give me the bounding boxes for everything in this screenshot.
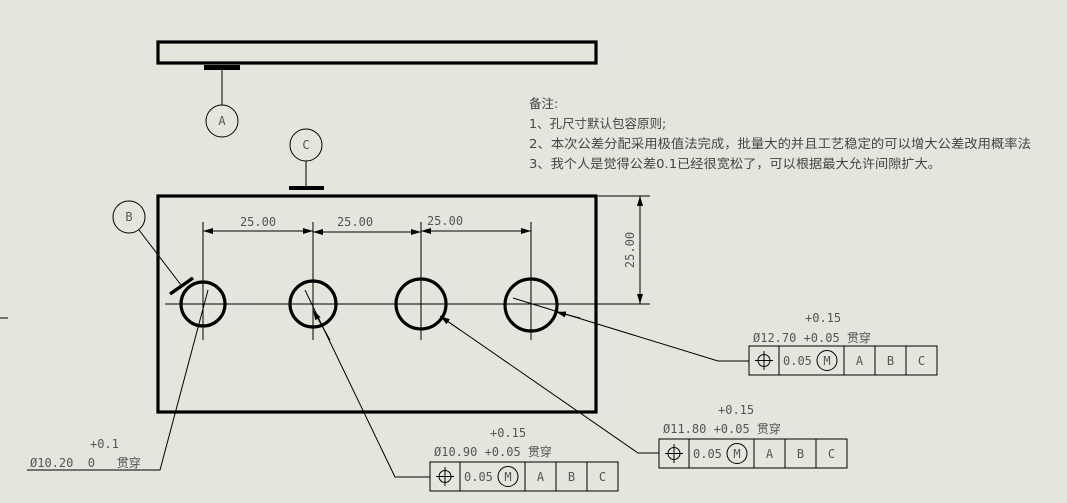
hole-4-upper-tol: +0.15: [805, 311, 841, 325]
fcf-datum-primary: A: [537, 470, 545, 484]
hole-4-leader-arrow: [555, 311, 581, 319]
dim-spacing-3: 25.00: [427, 214, 463, 228]
hole-2-upper-tol: +0.15: [490, 426, 526, 440]
hole-3: [394, 222, 448, 340]
hole-2-size: Ø10.90 +0.05 贯穿: [434, 444, 552, 459]
position-icon: [755, 351, 773, 370]
fcf-datum-tertiary: C: [828, 447, 835, 461]
top-view-plate: [156, 40, 598, 65]
hole-3-size: Ø11.80 +0.05 贯穿: [663, 421, 781, 436]
fcf-modifier: M: [504, 470, 511, 484]
fcf-modifier: M: [823, 354, 830, 368]
hole-2: [288, 222, 338, 340]
svg-text:C: C: [302, 138, 309, 152]
svg-text:B: B: [125, 210, 132, 224]
datum-b-feature: [169, 276, 194, 296]
datum-a-label: A: [205, 104, 239, 138]
hole-1-size: Ø10.20 0 贯穿: [30, 455, 141, 470]
hole-3-leader-arrow: [439, 315, 461, 331]
hole-4: [503, 222, 559, 340]
note-item: 1、孔尺寸默认包容原则;: [529, 116, 666, 131]
note-item: 3、我个人是觉得公差0.1已经很宽松了，可以根据最大允许间隙扩大。: [529, 156, 941, 171]
hole-4-feature-control-frame: 0.05 M A B C: [748, 345, 938, 376]
hole-2-leader-arrow: [312, 309, 331, 341]
dim-spacing-1: 25.00: [240, 215, 276, 229]
fcf-datum-tertiary: C: [918, 354, 925, 368]
datum-c-label: C: [289, 128, 323, 162]
mmc-modifier-icon: [726, 443, 748, 464]
dim-vertical: 25.00: [623, 232, 637, 268]
mmc-modifier-icon: [497, 466, 519, 487]
notes-block: 备注: 1、孔尺寸默认包容原则; 2、本次公差分配采用极值法完成，批量大的并且工…: [529, 96, 1031, 171]
position-icon: [665, 444, 683, 463]
datum-a-feature: [204, 65, 240, 70]
hole-4-leader: [512, 297, 749, 362]
fcf-datum-secondary: B: [887, 354, 894, 368]
fcf-tolerance: 0.05: [693, 447, 722, 461]
fcf-modifier: M: [733, 447, 740, 461]
hole-3-leader: [439, 315, 659, 454]
hole-1: [179, 222, 227, 340]
hole-3-upper-tol: +0.15: [718, 403, 754, 417]
hole-1-upper-tol: +0.1: [90, 437, 119, 451]
hole-2-feature-control-frame: 0.05 M A B C: [429, 461, 619, 492]
fcf-datum-primary: A: [766, 447, 774, 461]
fcf-tolerance: 0.05: [464, 470, 493, 484]
datum-b-label: B: [112, 200, 146, 234]
hole-1-leader: [27, 289, 209, 471]
datum-c-feature: [289, 186, 324, 190]
hole-3-feature-control-frame: 0.05 M A B C: [658, 438, 848, 469]
hole-4-size: Ø12.70 +0.05 贯穿: [753, 330, 871, 345]
hole-2-leader: [304, 289, 430, 478]
dim-spacing-2: 25.00: [337, 215, 373, 229]
datum-b-leader: [138, 229, 182, 286]
fcf-datum-secondary: B: [797, 447, 804, 461]
mmc-modifier-icon: [816, 350, 838, 371]
fcf-datum-tertiary: C: [599, 470, 606, 484]
fcf-datum-primary: A: [856, 354, 864, 368]
svg-text:A: A: [218, 114, 226, 128]
notes-title: 备注:: [529, 96, 558, 111]
position-icon: [436, 467, 454, 486]
fcf-datum-secondary: B: [568, 470, 575, 484]
fcf-tolerance: 0.05: [783, 354, 812, 368]
note-item: 2、本次公差分配采用极值法完成，批量大的并且工艺稳定的可以增大公差改用概率法: [529, 136, 1031, 151]
